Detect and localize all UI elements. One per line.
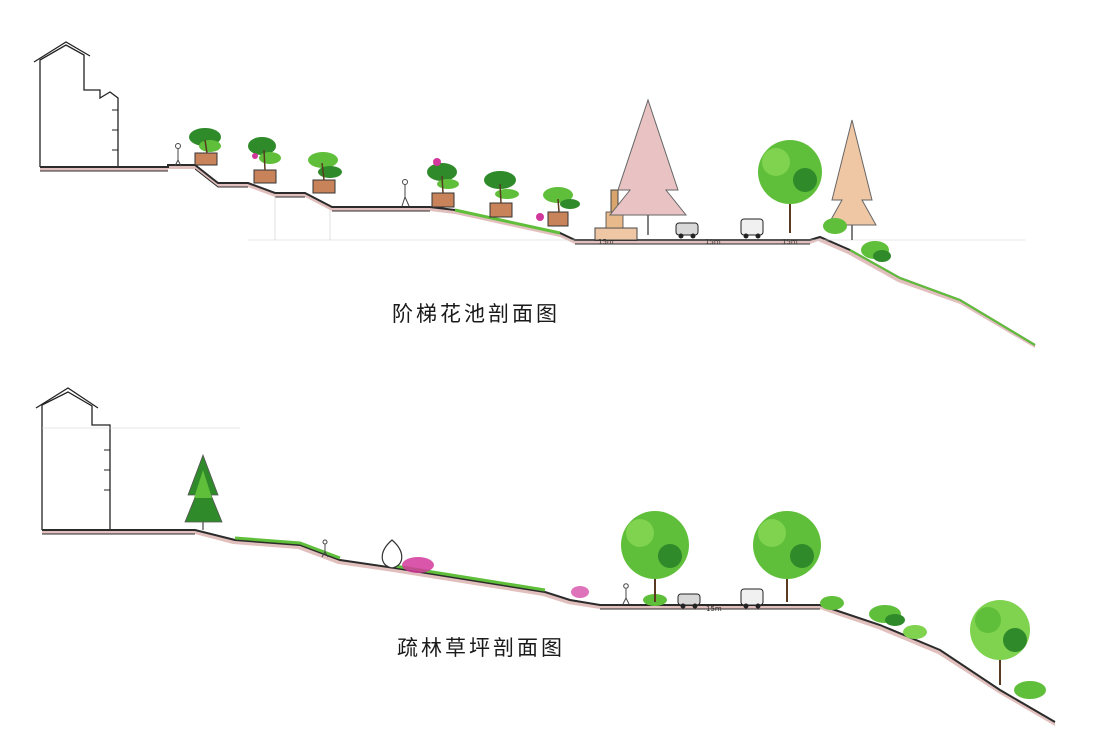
- stepped-planter-section: 15m 15m 15m: [33, 41, 1036, 348]
- round-canopy-tree: [621, 511, 689, 602]
- woodland-lawn-section: 15m: [35, 387, 1056, 726]
- conifer-tree: [184, 453, 223, 530]
- section-title-stepped-planter: 阶梯花池剖面图: [392, 302, 560, 326]
- round-canopy-tree: [758, 140, 822, 233]
- lawn-soil-band: [42, 530, 1055, 726]
- shrub-cluster: [823, 218, 891, 262]
- pedestrian-figure: [401, 179, 410, 207]
- shrub-cluster: [820, 596, 927, 639]
- planter-with-pine: [248, 137, 281, 184]
- section-title-woodland-lawn: 疏林草坪剖面图: [397, 636, 565, 660]
- planter-with-pine: [427, 158, 459, 208]
- dimension-label: 15m: [782, 238, 798, 246]
- tall-conifer-tree: [608, 98, 688, 235]
- car-icon: [675, 222, 699, 239]
- landscape-sculpture: [381, 539, 434, 573]
- round-canopy-tree: [753, 511, 821, 602]
- planter-with-pine: [484, 171, 519, 218]
- grass-slope-strip: [849, 249, 1036, 346]
- dimension-label: 15m: [705, 238, 721, 246]
- pedestrian-figure: [174, 143, 182, 167]
- car-icon: [740, 588, 764, 609]
- planter-with-pine: [308, 152, 342, 194]
- tall-conifer-tree: [827, 119, 877, 240]
- stepped-ground-line: [40, 164, 1036, 346]
- planter-with-pine: [189, 128, 221, 166]
- dimension-label: 15m: [706, 605, 722, 613]
- lawn-ground-line: [42, 529, 1056, 723]
- grass-slope-strip: [454, 208, 561, 235]
- pedestrian-figure: [321, 539, 329, 558]
- planter-with-pine: [536, 187, 580, 227]
- building-icon: [33, 41, 119, 167]
- grass-slope-strip: [234, 536, 341, 560]
- dimension-label: 15m: [598, 238, 614, 246]
- pedestrian-figure: [622, 583, 630, 605]
- car-icon: [677, 593, 701, 609]
- building-icon: [35, 387, 240, 530]
- car-icon: [740, 218, 764, 239]
- round-canopy-tree: [970, 600, 1046, 699]
